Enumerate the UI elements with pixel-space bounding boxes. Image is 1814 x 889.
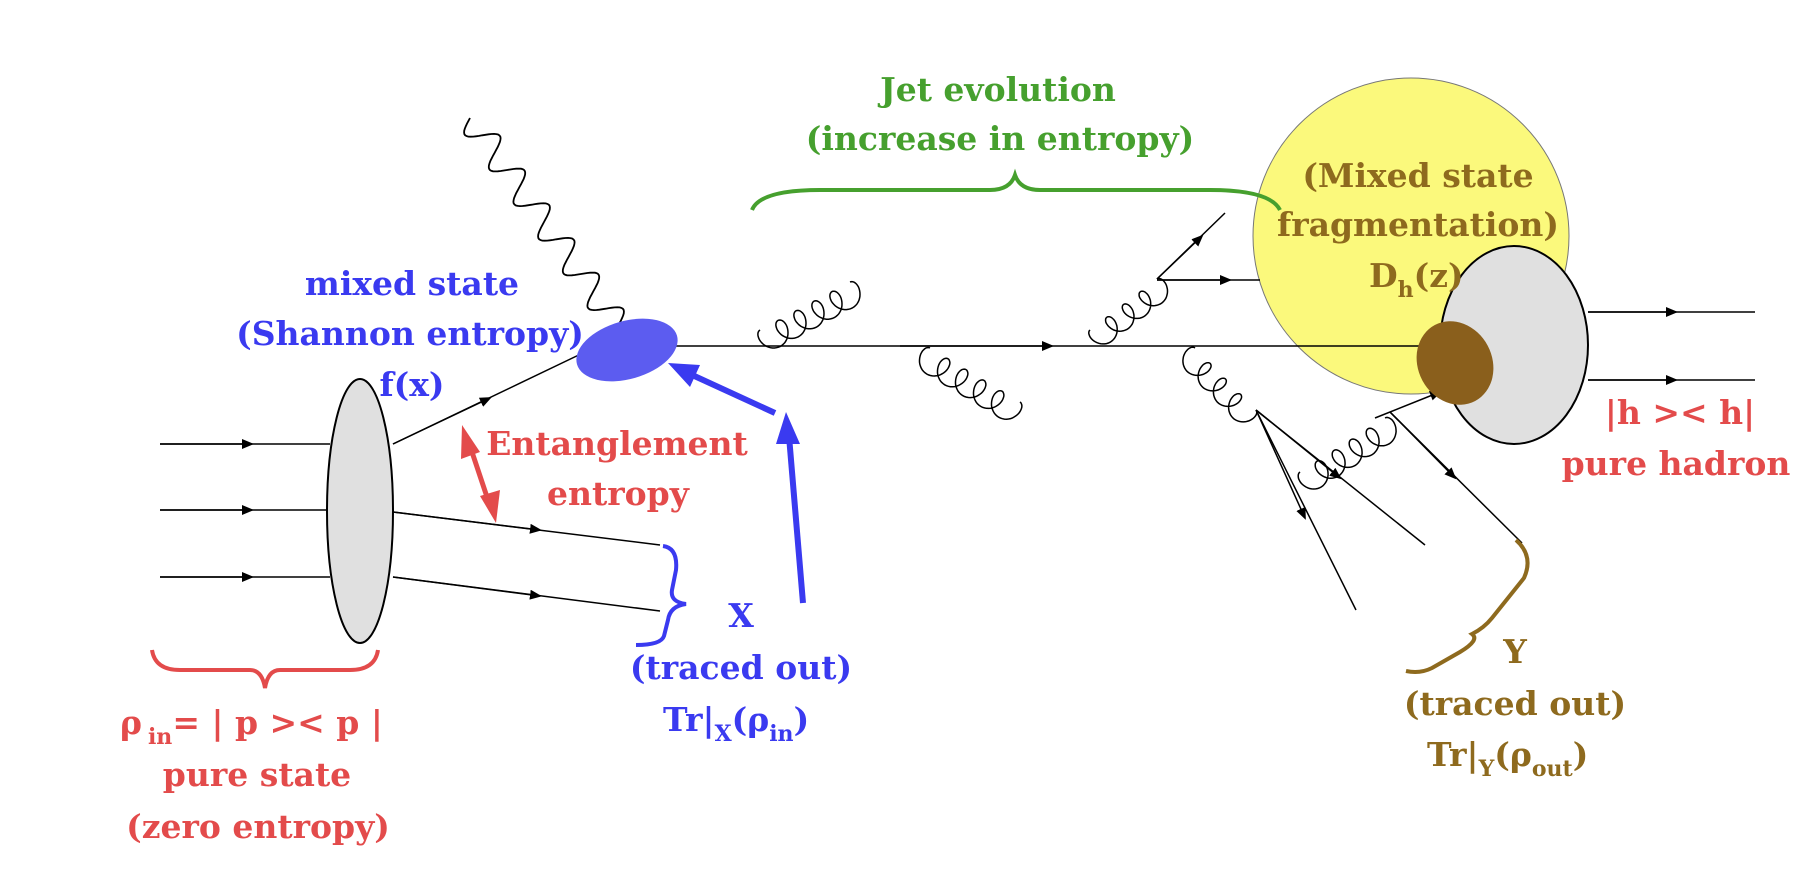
mixed-state-text: mixed state <box>305 264 519 303</box>
outgoing-hadron-lines <box>1588 307 1755 385</box>
x-traced-out: (traced out) <box>630 648 852 687</box>
fragmentation-blob <box>1416 321 1494 405</box>
trace-x: Tr|X(ρin) <box>663 700 809 747</box>
zero-entropy-text: (zero entropy) <box>126 807 390 846</box>
hadronization-lines <box>1374 391 1523 544</box>
gluon-1 <box>757 280 861 349</box>
pure-state-text: pure state <box>163 755 351 794</box>
mixed-state-frag-line2: fragmentation) <box>1277 205 1559 244</box>
entanglement-text-2: entropy <box>547 474 690 513</box>
gluon-5 <box>1297 416 1397 490</box>
blue-arrow <box>668 363 806 604</box>
x-label: X <box>728 596 754 635</box>
y-traced-brace <box>1405 538 1530 674</box>
pure-state-brace <box>150 649 380 689</box>
hadron-state: |h >< h| <box>1605 393 1755 432</box>
pure-hadron-label: |h >< h| pure hadron <box>1562 393 1791 483</box>
proton-blob <box>326 378 394 644</box>
gluon-4 <box>1182 346 1258 423</box>
gluon-3 <box>1088 277 1169 345</box>
entanglement-text-1: Entanglement <box>486 424 748 463</box>
jet-evolution-subtitle: (increase in entropy) <box>806 119 1195 158</box>
remnant-lines <box>392 511 661 612</box>
jet-evolution-brace <box>750 168 1282 212</box>
mixed-state-label: mixed state (Shannon entropy) f(x) <box>236 264 584 404</box>
entanglement-label: Entanglement entropy <box>486 424 748 513</box>
x-traced-brace <box>635 544 687 647</box>
shannon-entropy-text: (Shannon entropy) <box>236 314 584 353</box>
hard-scattering-vertex <box>576 318 678 382</box>
jet-evolution-title: Jet evolution <box>877 70 1116 109</box>
branch-lines-upper <box>1156 212 1260 285</box>
gluon-2 <box>918 346 1023 420</box>
fragmentation-label: (Mixed state fragmentation) Dh(z) <box>1277 156 1559 303</box>
x-traced-label: X (traced out) Tr|X(ρin) <box>630 596 852 747</box>
y-label: Y <box>1502 632 1527 671</box>
photon-line <box>463 117 625 327</box>
y-traced-out: (traced out) <box>1404 684 1626 723</box>
trace-y: Tr|Y(ρout) <box>1427 735 1588 782</box>
jet-evolution-label: Jet evolution (increase in entropy) <box>806 70 1195 158</box>
fragmentation-function: Dh(z) <box>1369 256 1464 303</box>
mixed-state-frag-line1: (Mixed state <box>1302 156 1533 195</box>
pure-hadron-text: pure hadron <box>1562 444 1791 483</box>
incoming-proton-lines <box>160 439 330 582</box>
fx-text: f(x) <box>379 365 444 404</box>
y-traced-label: Y (traced out) Tr|Y(ρout) <box>1404 632 1626 782</box>
branch-lines-lower <box>1255 409 1426 611</box>
entanglement-arrow <box>461 425 500 523</box>
